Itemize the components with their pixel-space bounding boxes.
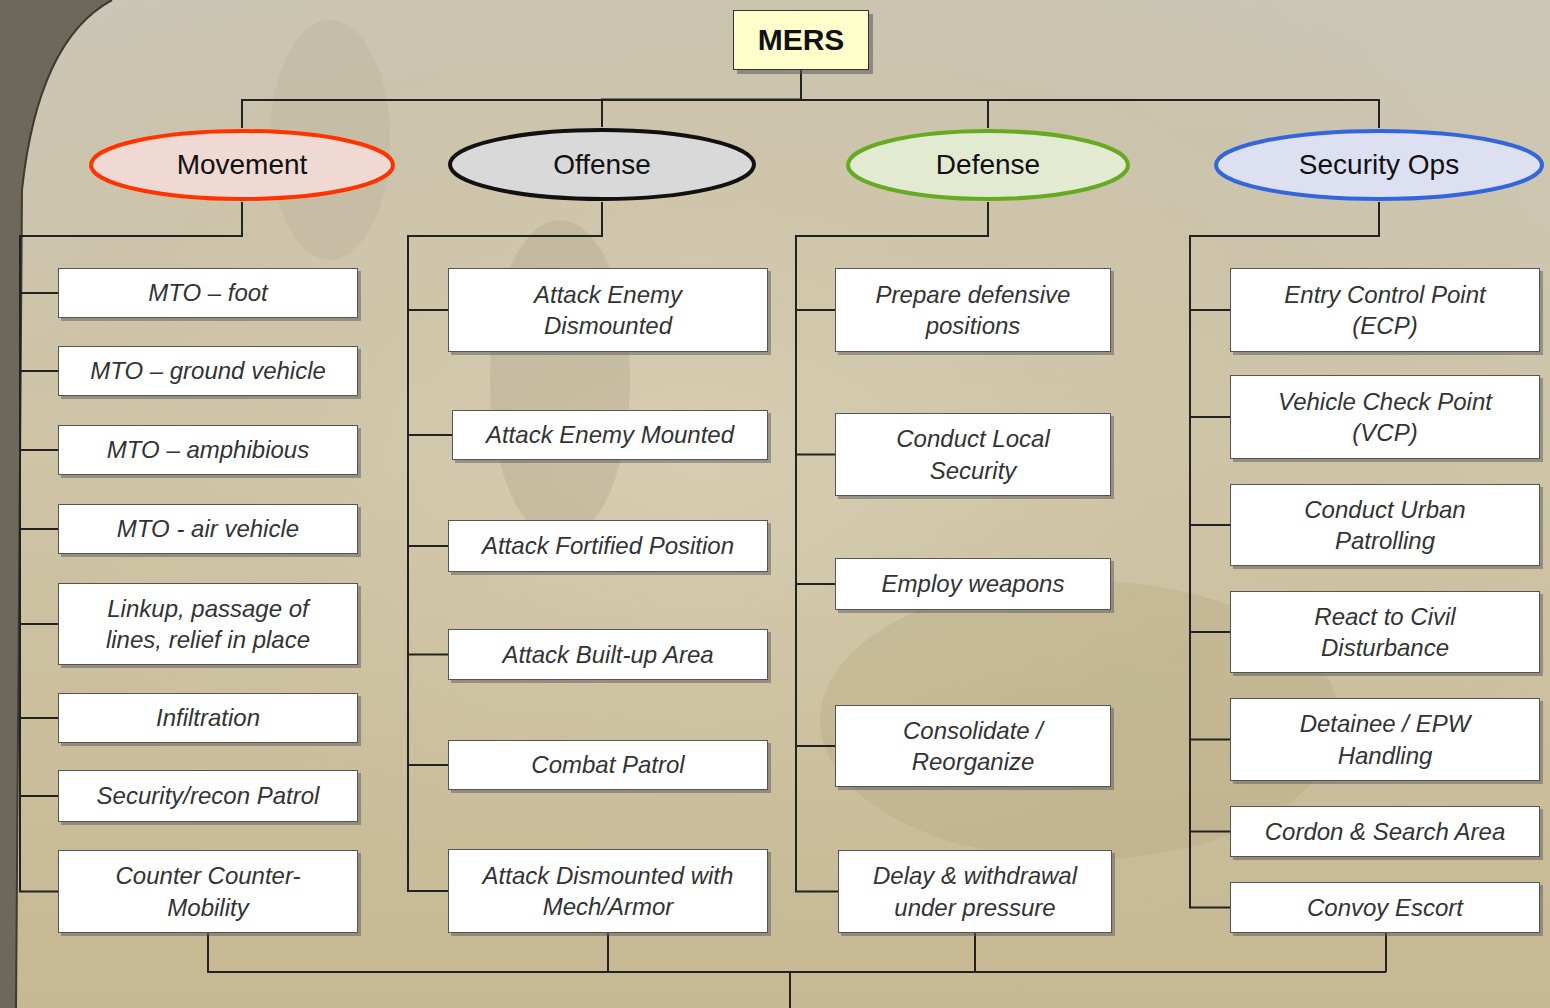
task-label: React to Civil Disturbance <box>1285 601 1485 663</box>
category-oval: Offense <box>447 127 757 202</box>
oval-shape <box>848 131 1128 199</box>
task-label: Prepare defensive positions <box>853 279 1093 341</box>
task-box: Attack Dismounted with Mech/Armor <box>448 849 768 933</box>
oval-shape <box>450 130 754 199</box>
task-label: Consolidate / Reorganize <box>863 715 1083 777</box>
task-box: Conduct Local Security <box>835 413 1111 496</box>
category-oval: Movement <box>88 128 396 202</box>
oval-shape <box>91 131 393 199</box>
task-label: Security/recon Patrol <box>97 780 320 811</box>
task-box: Counter Counter-Mobility <box>58 850 358 933</box>
tree-connector <box>602 70 801 127</box>
task-box: Prepare defensive positions <box>835 268 1111 352</box>
task-label: Attack Dismounted with Mech/Armor <box>463 860 753 922</box>
category-label: Movement <box>177 148 308 182</box>
task-box: Security/recon Patrol <box>58 770 358 822</box>
task-box: Cordon & Search Area <box>1230 806 1540 857</box>
task-label: Convoy Escort <box>1307 892 1463 923</box>
task-box: Consolidate / Reorganize <box>835 705 1111 787</box>
category-label: Defense <box>936 148 1040 182</box>
oval-shape <box>1216 131 1542 199</box>
task-box: Convoy Escort <box>1230 882 1540 933</box>
task-box: React to Civil Disturbance <box>1230 591 1540 673</box>
root-box: MERS <box>733 10 869 70</box>
task-box: Attack Fortified Position <box>448 520 768 572</box>
tree-connector <box>408 202 602 546</box>
task-label: Combat Patrol <box>531 749 684 780</box>
tree-connector <box>796 202 988 584</box>
task-box: Delay & withdrawal under pressure <box>838 850 1112 933</box>
task-box: MTO – foot <box>58 268 358 318</box>
task-label: Attack Enemy Mounted <box>486 419 734 450</box>
task-box: Infiltration <box>58 693 358 743</box>
bottom-line <box>1385 933 1387 972</box>
task-label: Vehicle Check Point (VCP) <box>1250 386 1520 448</box>
task-label: Conduct Urban Patrolling <box>1275 494 1495 556</box>
bottom-line <box>208 933 1386 972</box>
task-box: Attack Built-up Area <box>448 629 768 680</box>
task-box: Conduct Urban Patrolling <box>1230 484 1540 566</box>
task-label: Attack Enemy Dismounted <box>493 279 723 341</box>
task-label: MTO – ground vehicle <box>90 355 326 386</box>
category-label: Security Ops <box>1299 148 1459 182</box>
tree-connector <box>20 202 242 450</box>
task-box: MTO – ground vehicle <box>58 346 358 396</box>
task-label: Conduct Local Security <box>868 423 1078 485</box>
tree-connector <box>20 202 242 624</box>
tree-connector <box>801 70 1379 128</box>
task-box: Employ weapons <box>835 558 1111 610</box>
task-box: Attack Enemy Mounted <box>452 410 768 460</box>
task-box: Combat Patrol <box>448 740 768 790</box>
task-label: MTO – amphibious <box>107 434 309 465</box>
task-box: Linkup, passage of lines, relief in plac… <box>58 583 358 665</box>
task-label: Attack Fortified Position <box>482 530 734 561</box>
task-label: Infiltration <box>156 702 260 733</box>
category-oval: Defense <box>845 128 1131 202</box>
tree-connector <box>242 70 801 128</box>
task-label: MTO - air vehicle <box>117 513 299 544</box>
bottom-line <box>789 972 791 1008</box>
task-label: Entry Control Point (ECP) <box>1255 279 1515 341</box>
task-label: Employ weapons <box>882 568 1065 599</box>
task-label: Cordon & Search Area <box>1265 816 1506 847</box>
task-box: Vehicle Check Point (VCP) <box>1230 375 1540 459</box>
tree-connector <box>1190 202 1379 525</box>
task-label: Linkup, passage of lines, relief in plac… <box>88 593 328 655</box>
bottom-bracket <box>208 933 1386 1008</box>
task-label: Delay & withdrawal under pressure <box>850 860 1100 922</box>
task-label: Detainee / EPW Handling <box>1275 708 1495 770</box>
task-label: Attack Built-up Area <box>502 639 713 670</box>
task-box: Detainee / EPW Handling <box>1230 698 1540 781</box>
category-label: Offense <box>553 148 651 182</box>
bottom-line <box>974 933 976 972</box>
task-box: MTO – amphibious <box>58 425 358 475</box>
task-box: Entry Control Point (ECP) <box>1230 268 1540 352</box>
task-box: MTO - air vehicle <box>58 504 358 554</box>
task-label: Counter Counter-Mobility <box>93 860 323 922</box>
task-box: Attack Enemy Dismounted <box>448 268 768 352</box>
bottom-line <box>607 933 609 972</box>
category-oval: Security Ops <box>1213 128 1545 202</box>
task-label: MTO – foot <box>148 277 268 308</box>
root-label: MERS <box>758 22 845 58</box>
